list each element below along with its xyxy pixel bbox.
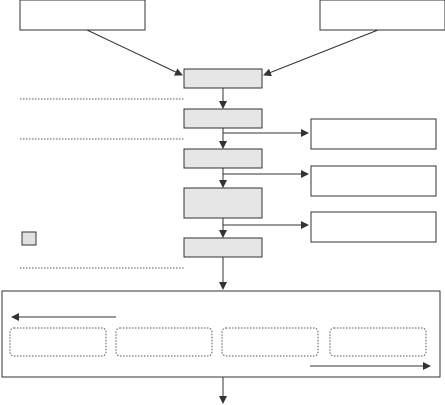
container-item-2 [115, 327, 213, 357]
step-1-box [183, 68, 263, 89]
step-2-box [183, 108, 263, 129]
side-box-3 [310, 211, 437, 243]
step-5-box [183, 237, 263, 258]
side-box-1 [310, 118, 437, 150]
step-4-box [183, 187, 263, 219]
container-item-3 [221, 327, 319, 357]
step-3-box [183, 148, 263, 169]
side-box-2 [310, 165, 437, 197]
legend-swatch [21, 231, 37, 246]
container-item-1 [9, 327, 107, 357]
arrow-top-left-to-step-1 [86, 29, 183, 76]
top-left-box [19, 0, 146, 31]
arrow-top-right-to-step-1 [263, 29, 379, 77]
top-right-box [319, 0, 445, 31]
container-item-4 [329, 327, 427, 357]
